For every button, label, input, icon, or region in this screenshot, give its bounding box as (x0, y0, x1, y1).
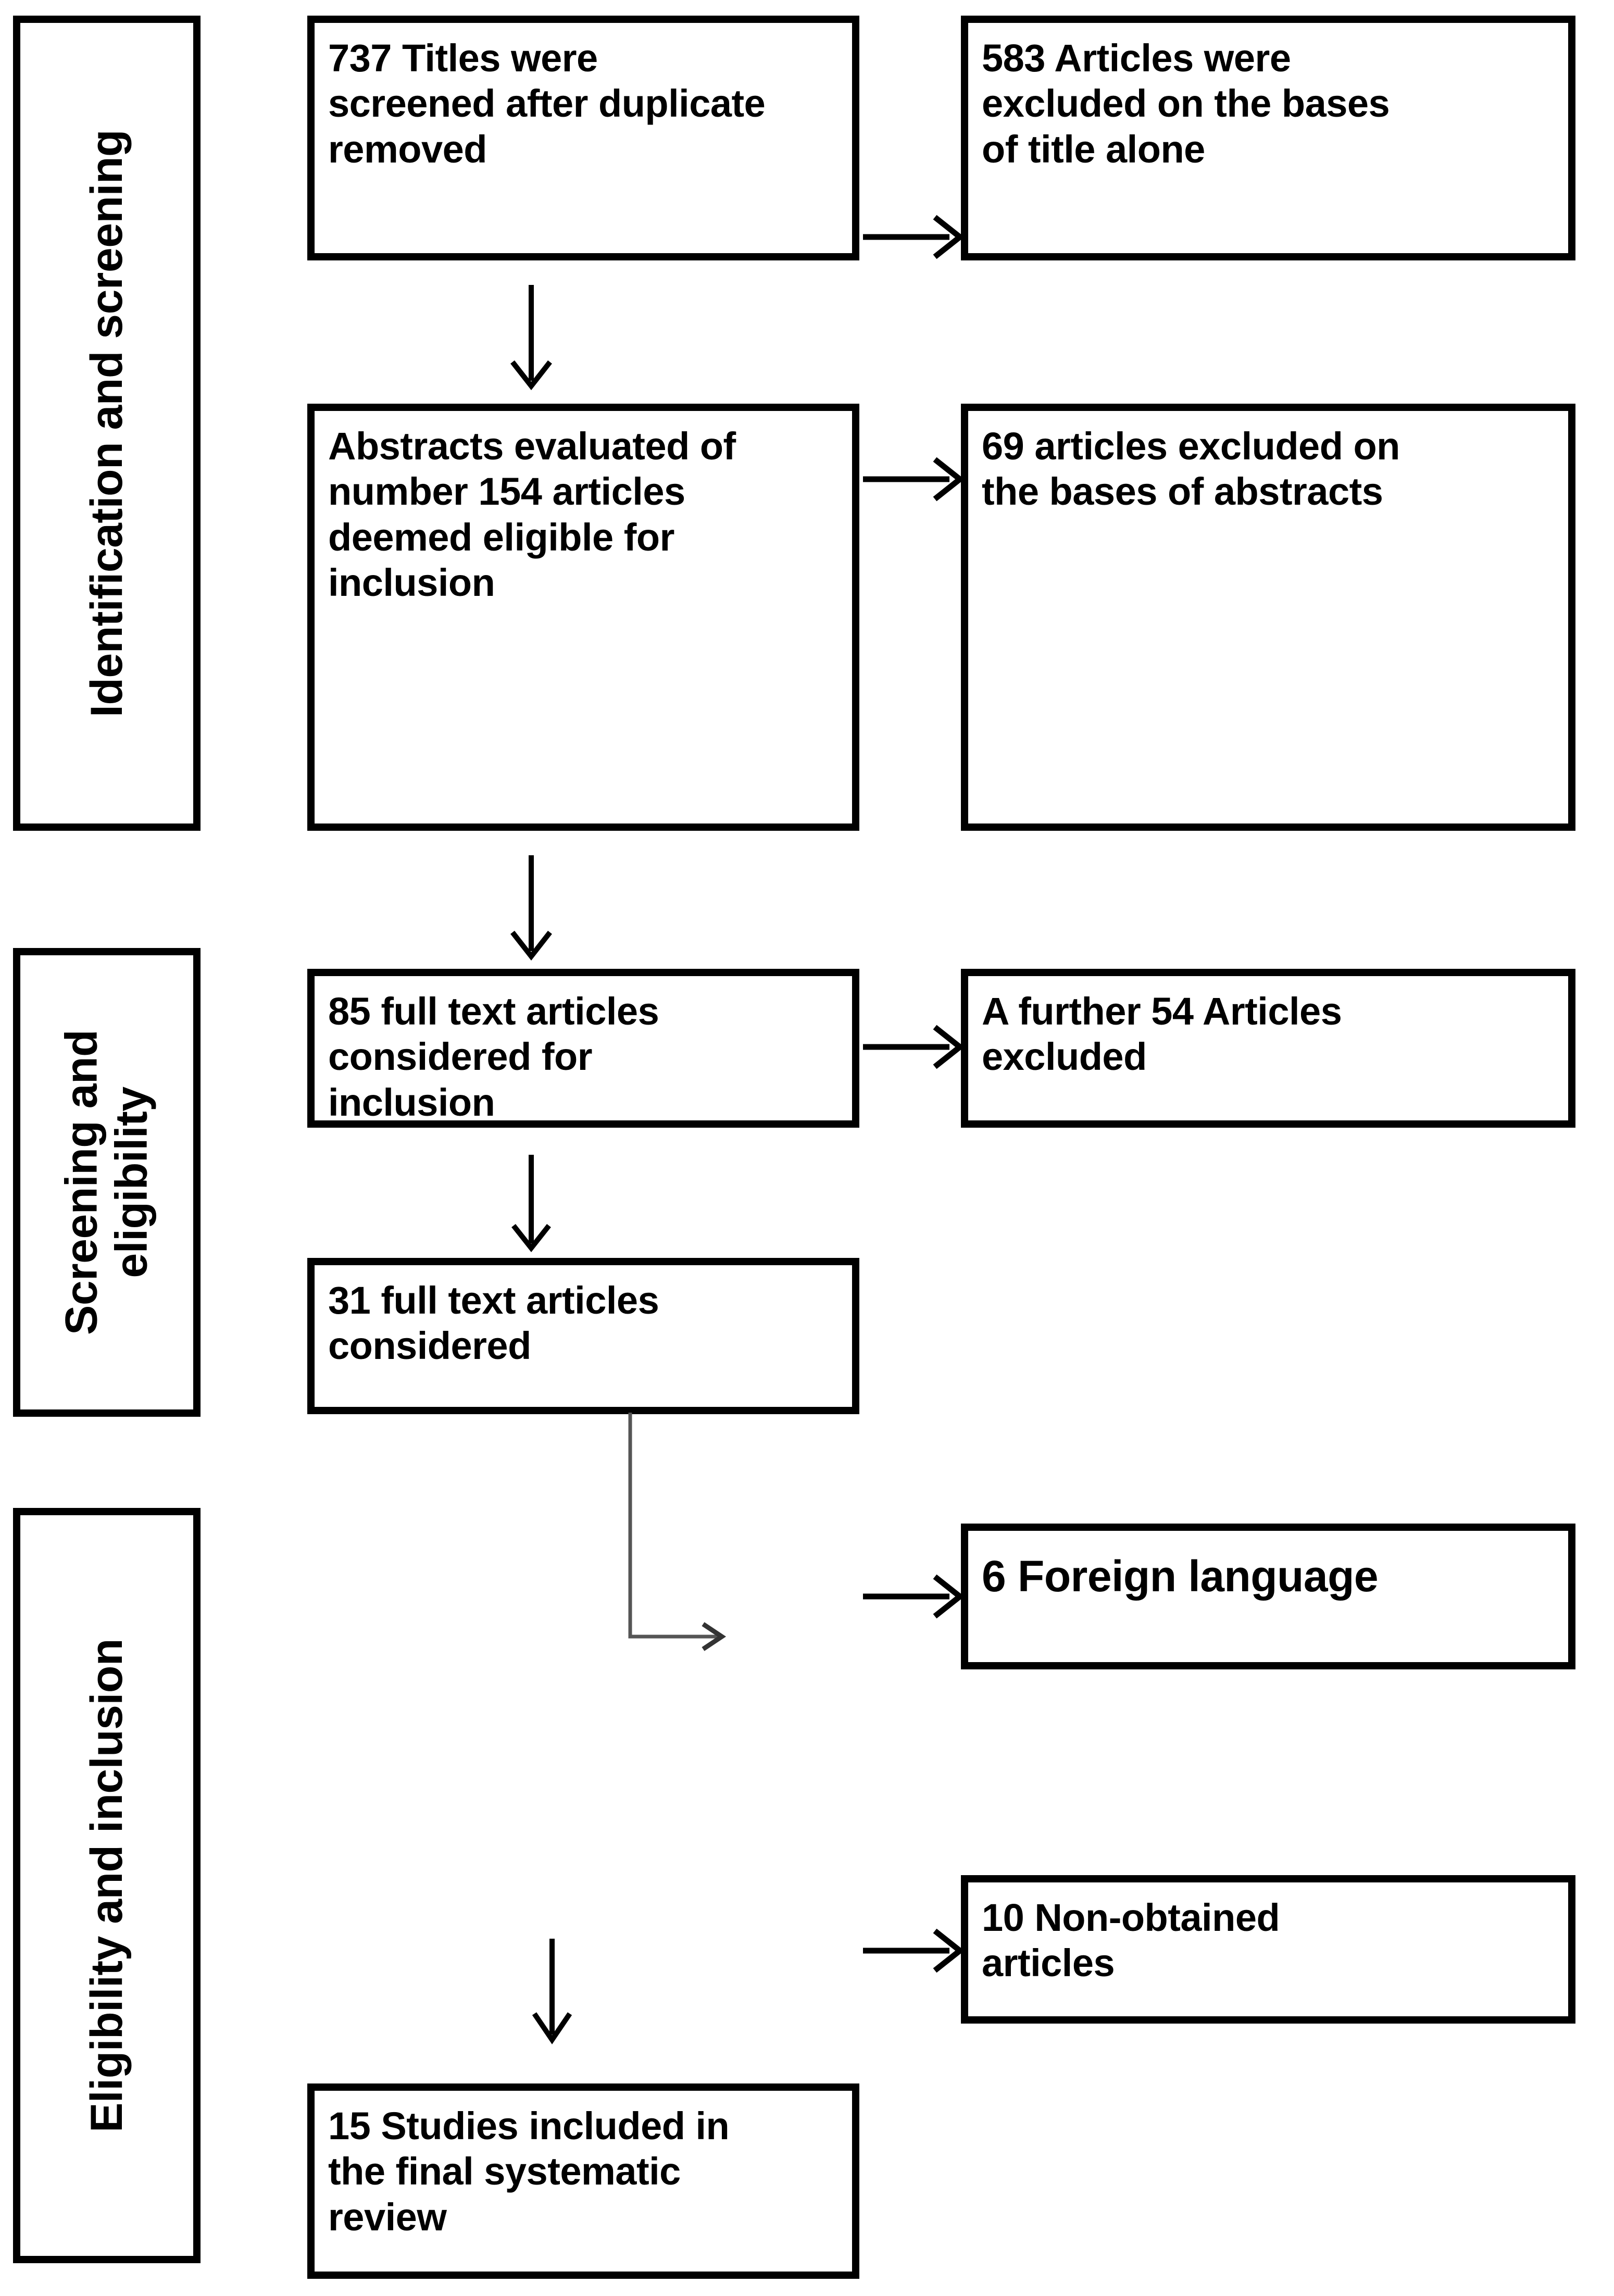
node-excluded-54: A further 54 Articles excluded (961, 969, 1575, 1128)
stage-label-screening-and-eligibility-text: Screening and eligibility (56, 1029, 157, 1336)
node-excluded-54-text: A further 54 Articles excluded (982, 990, 1342, 1079)
node-foreign-language-text: 6 Foreign language (982, 1552, 1379, 1601)
edge-fulltext85-to-excluded54 (862, 1018, 965, 1076)
stage-label-identification-and-screening: Identification and screening (13, 16, 201, 831)
node-fulltext-85: 85 full text articles considered for inc… (307, 969, 859, 1128)
node-titles-screened-text: 737 Titles were screened after duplicate… (328, 36, 766, 171)
edge-to-nonobtained (862, 1922, 965, 1979)
node-included-studies-text: 15 Studies included in the final systema… (328, 2104, 730, 2239)
edge-fulltext31-elbow (615, 1412, 833, 1656)
node-non-obtained: 10 Non-obtained articles (961, 1875, 1575, 2024)
stage-label-eligibility-and-inclusion: Eligibility and inclusion (13, 1508, 201, 2263)
node-titles-screened: 737 Titles were screened after duplicate… (307, 16, 859, 260)
node-fulltext-31: 31 full text articles considered (307, 1258, 859, 1414)
node-foreign-language: 6 Foreign language (961, 1524, 1575, 1669)
stage-label-screening-and-eligibility: Screening and eligibility (13, 948, 201, 1417)
stage-label-eligibility-and-inclusion-text: Eligibility and inclusion (81, 1639, 132, 2132)
node-non-obtained-text: 10 Non-obtained articles (982, 1896, 1280, 1985)
edge-to-foreign (862, 1568, 965, 1625)
edge-fulltext85-to-fulltext31 (500, 1154, 562, 1253)
node-abstracts-evaluated: Abstracts evaluated of number 154 articl… (307, 404, 859, 831)
node-fulltext-85-text: 85 full text articles considered for inc… (328, 990, 659, 1124)
edge-screened-to-excluded-title (862, 208, 965, 266)
node-excluded-abstract-text: 69 articles excluded on the bases of abs… (982, 425, 1400, 514)
edge-abstracts-to-fulltext85 (500, 854, 562, 961)
node-excluded-abstract: 69 articles excluded on the bases of abs… (961, 404, 1575, 831)
edge-abstracts-to-excluded-abstract (862, 451, 965, 508)
node-included-studies: 15 Studies included in the final systema… (307, 2083, 859, 2279)
stage-label-identification-and-screening-text: Identification and screening (81, 129, 132, 717)
node-excluded-title: 583 Articles were excluded on the bases … (961, 16, 1575, 260)
node-fulltext-31-text: 31 full text articles considered (328, 1279, 659, 1368)
node-excluded-title-text: 583 Articles were excluded on the bases … (982, 36, 1390, 171)
edge-to-included (521, 1938, 583, 2044)
edge-screened-to-abstracts (500, 284, 562, 391)
node-abstracts-evaluated-text: Abstracts evaluated of number 154 articl… (328, 425, 736, 604)
